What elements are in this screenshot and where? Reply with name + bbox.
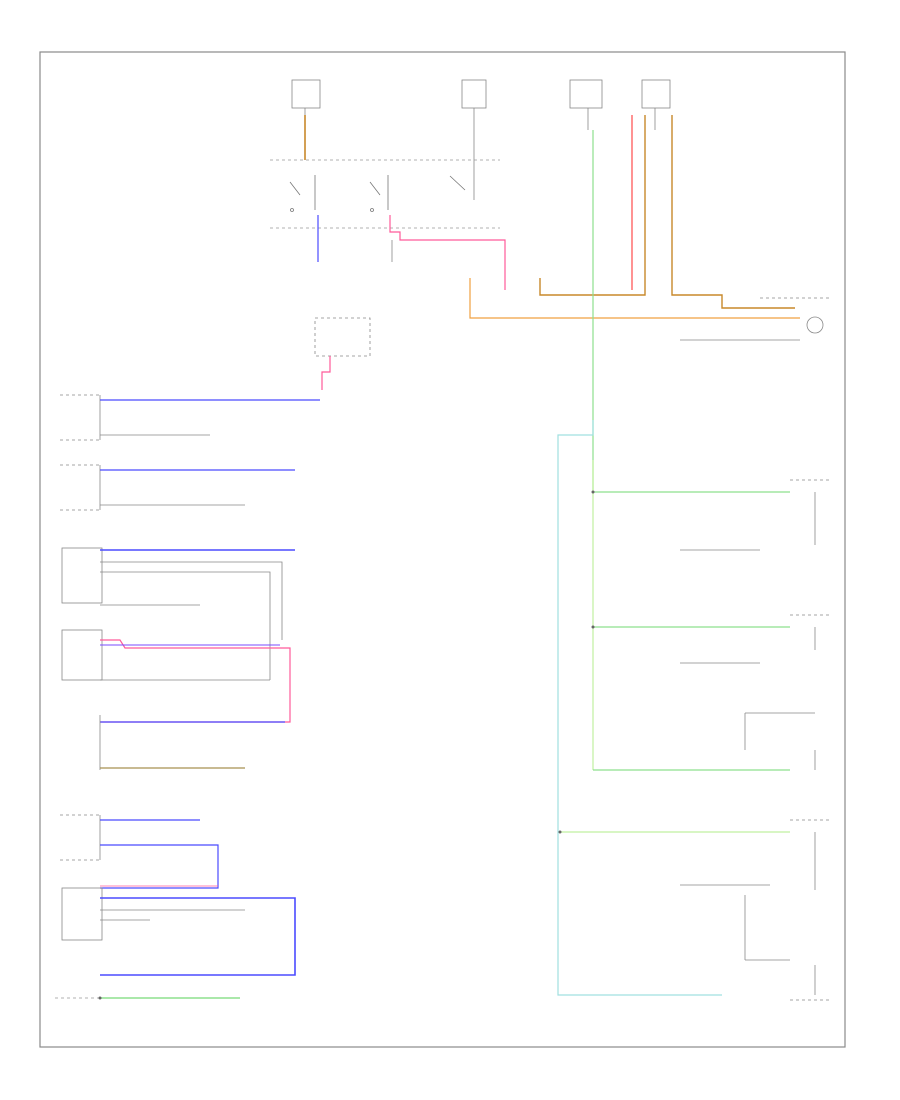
fuse-group-right [569, 79, 671, 130]
wire-pink-module [321, 356, 331, 390]
connector-left-6 [60, 814, 101, 861]
lamp-symbol-right [680, 297, 830, 341]
headlamp-switch-contacts [289, 175, 466, 212]
wire-red-switch [389, 215, 506, 290]
wire-blue-7 [100, 897, 296, 976]
wire-gray-3b [100, 571, 271, 680]
illumination-module [314, 317, 371, 357]
wire-orange-right [671, 115, 795, 309]
connector-left-7 [61, 887, 245, 941]
connector-left-2 [60, 464, 245, 511]
wire-pink-4 [100, 639, 291, 723]
fuse-group-left [291, 79, 321, 130]
fuse-group-mid [461, 79, 487, 200]
junction-dots [98, 490, 595, 1000]
connector-left-3 [61, 547, 200, 606]
wire-orange-long [469, 278, 800, 319]
wire-blue-6b [100, 844, 219, 889]
connector-left-4 [61, 629, 270, 681]
wire-cyan-right [557, 420, 722, 996]
diagram-border [39, 51, 846, 1048]
connector-left-1 [60, 394, 210, 441]
right-components [680, 479, 830, 1001]
wire-gray-3 [100, 561, 283, 640]
